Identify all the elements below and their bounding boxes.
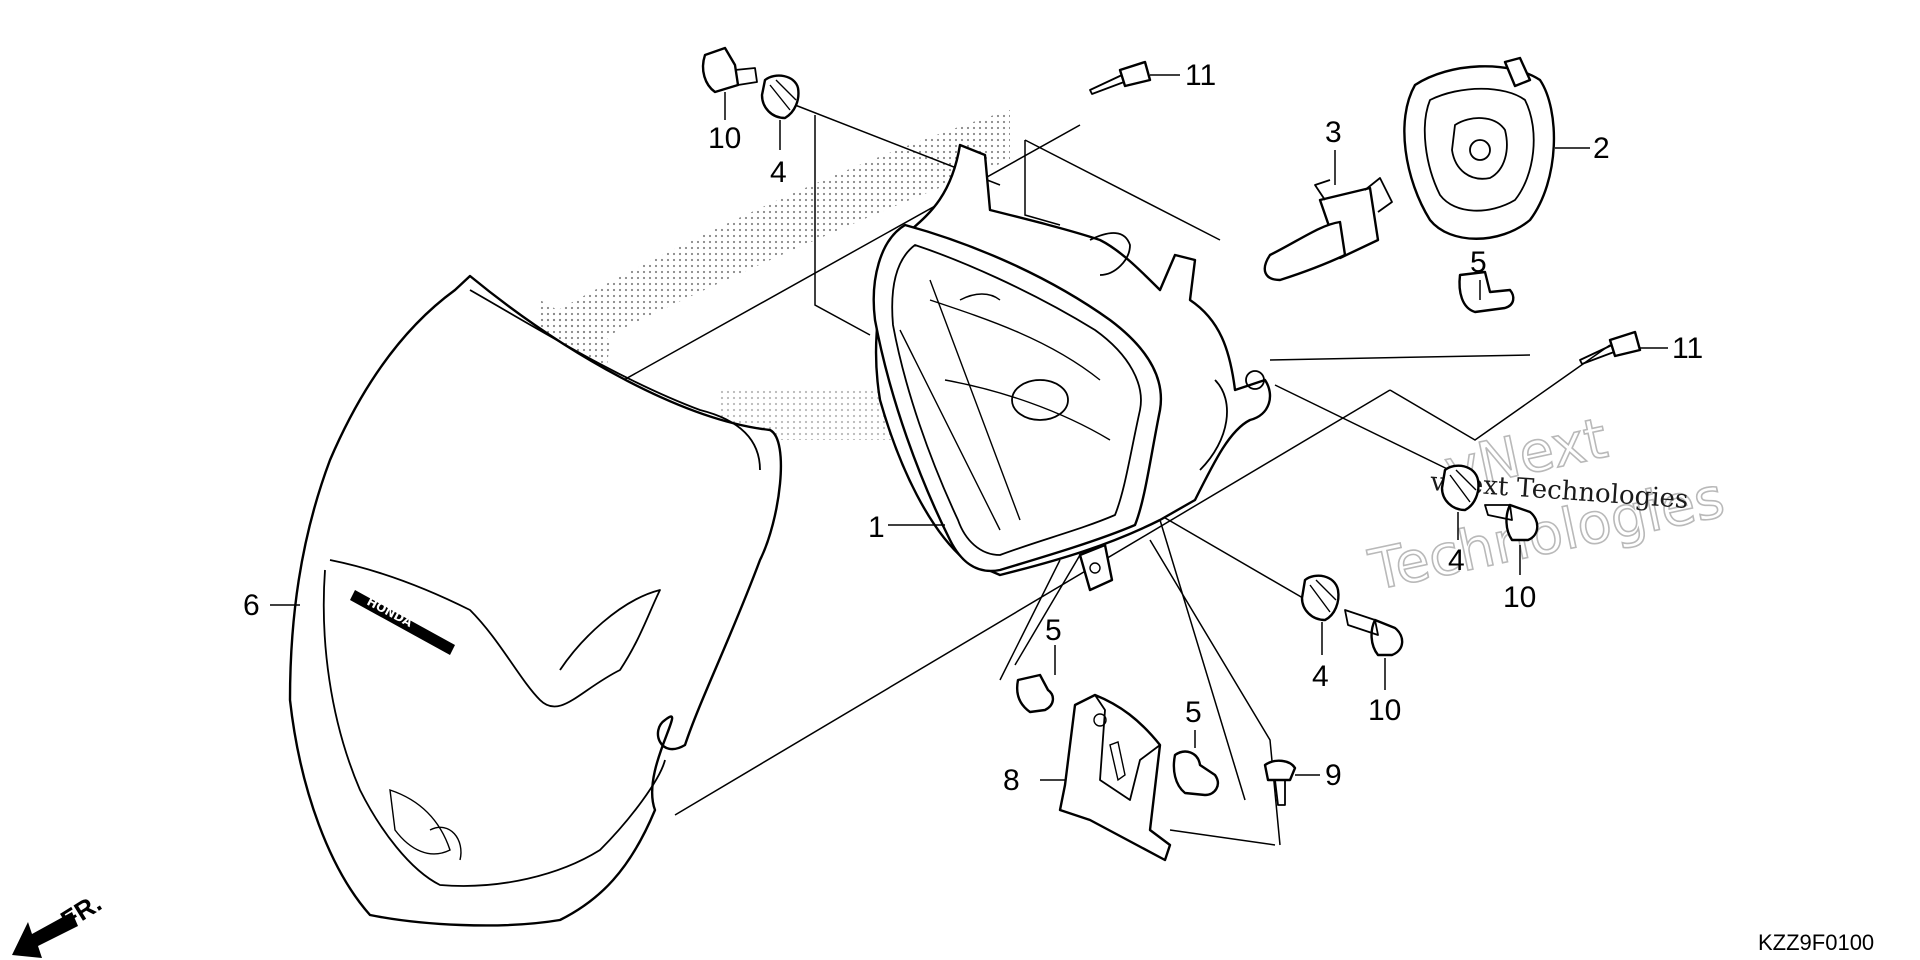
headlight-bulb xyxy=(1263,177,1393,282)
callout-4-right: 4 xyxy=(1448,544,1465,577)
grommet-upper xyxy=(1458,270,1515,314)
bolt-bracket xyxy=(1263,759,1297,806)
callout-10-top: 10 xyxy=(708,122,741,155)
rubber-damper-top xyxy=(760,74,800,120)
collar-bolt-lower xyxy=(1344,609,1404,657)
rubber-damper-lower xyxy=(1300,574,1340,622)
callout-11-right: 11 xyxy=(1672,332,1703,365)
callout-8: 8 xyxy=(1003,764,1020,797)
callout-10-lower: 10 xyxy=(1368,694,1401,727)
grommet-lower-left xyxy=(1016,673,1055,714)
collar-bolt-top xyxy=(701,46,758,94)
front-arrow-icon xyxy=(12,912,78,958)
collar-bolt-right xyxy=(1484,503,1539,542)
socket-cover xyxy=(1403,56,1556,240)
watermark-right: Technologies vNext vNext Technologies xyxy=(1363,405,1731,604)
diagram-code: KZZ9F0100 xyxy=(1758,930,1874,955)
callout-10-right: 10 xyxy=(1503,581,1536,614)
callout-6: 6 xyxy=(243,589,260,622)
callout-4-top: 4 xyxy=(770,156,787,189)
screw-top xyxy=(1089,60,1152,95)
callout-9: 9 xyxy=(1325,759,1342,792)
headlight-unit xyxy=(872,143,1272,592)
assembly-leader-lines xyxy=(569,104,1611,846)
callout-5-upper: 5 xyxy=(1470,246,1487,279)
callout-2: 2 xyxy=(1593,132,1610,165)
callout-labels: 1 2 3 4 4 4 5 5 5 6 8 9 10 10 10 11 11 xyxy=(243,59,1703,797)
callout-3: 3 xyxy=(1325,116,1342,149)
rubber-damper-right xyxy=(1440,464,1480,512)
callout-1: 1 xyxy=(868,511,885,544)
front-direction-marker: FR. xyxy=(12,887,107,958)
screw-right xyxy=(1579,330,1642,365)
callout-5-lower-right: 5 xyxy=(1185,696,1202,729)
callout-leaders xyxy=(270,74,1668,781)
callout-5-lower-left: 5 xyxy=(1045,614,1062,647)
grommet-lower-right xyxy=(1172,750,1219,797)
mounting-bracket xyxy=(1058,693,1172,862)
headlight-cowl: HONDA xyxy=(288,274,783,927)
callout-4-lower: 4 xyxy=(1312,660,1329,693)
callout-11-top: 11 xyxy=(1185,59,1216,92)
